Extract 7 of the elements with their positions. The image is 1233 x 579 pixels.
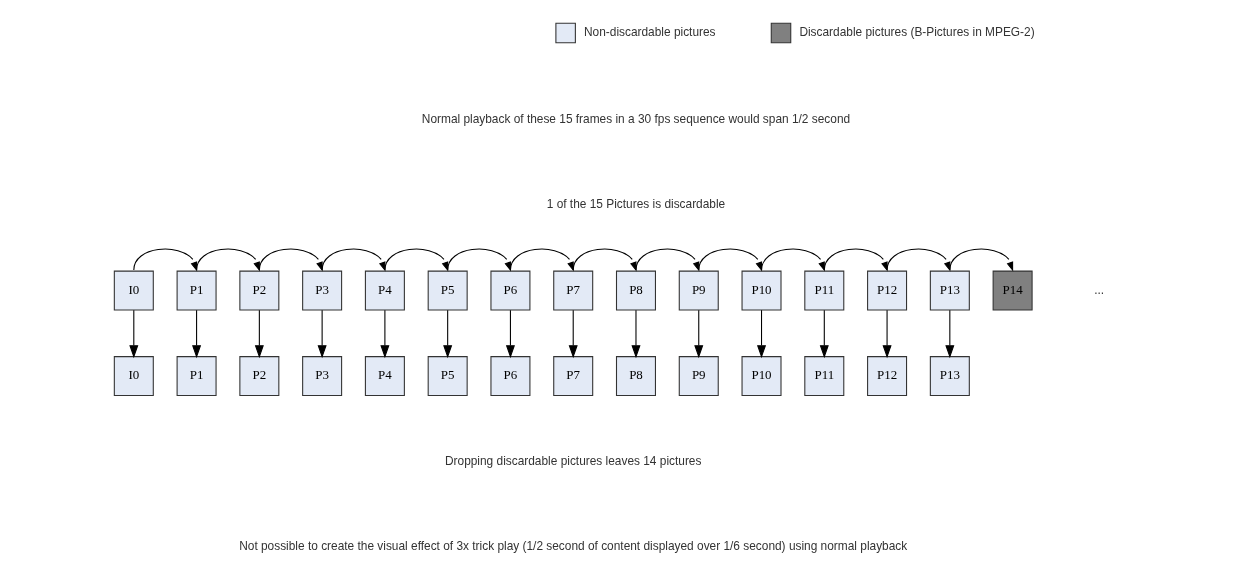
legend-label: Discardable pictures (B-Pictures in MPEG-2) [799, 25, 1035, 40]
label: 1 of the 15 Pictures is discardable [546, 197, 726, 212]
label: Not possible to create the visual effect of 3x trick play (1/2 second of content displayed over 1/6 second) using normal playback [239, 539, 908, 554]
label: Normal playback of these 15 frames in a 30 fps sequence would span 1/2 second [421, 111, 851, 126]
legend-label: Non-discardable pictures [584, 25, 716, 40]
label: ... [1094, 282, 1105, 297]
label: Dropping discardable pictures leaves 14 pictures [444, 453, 702, 468]
